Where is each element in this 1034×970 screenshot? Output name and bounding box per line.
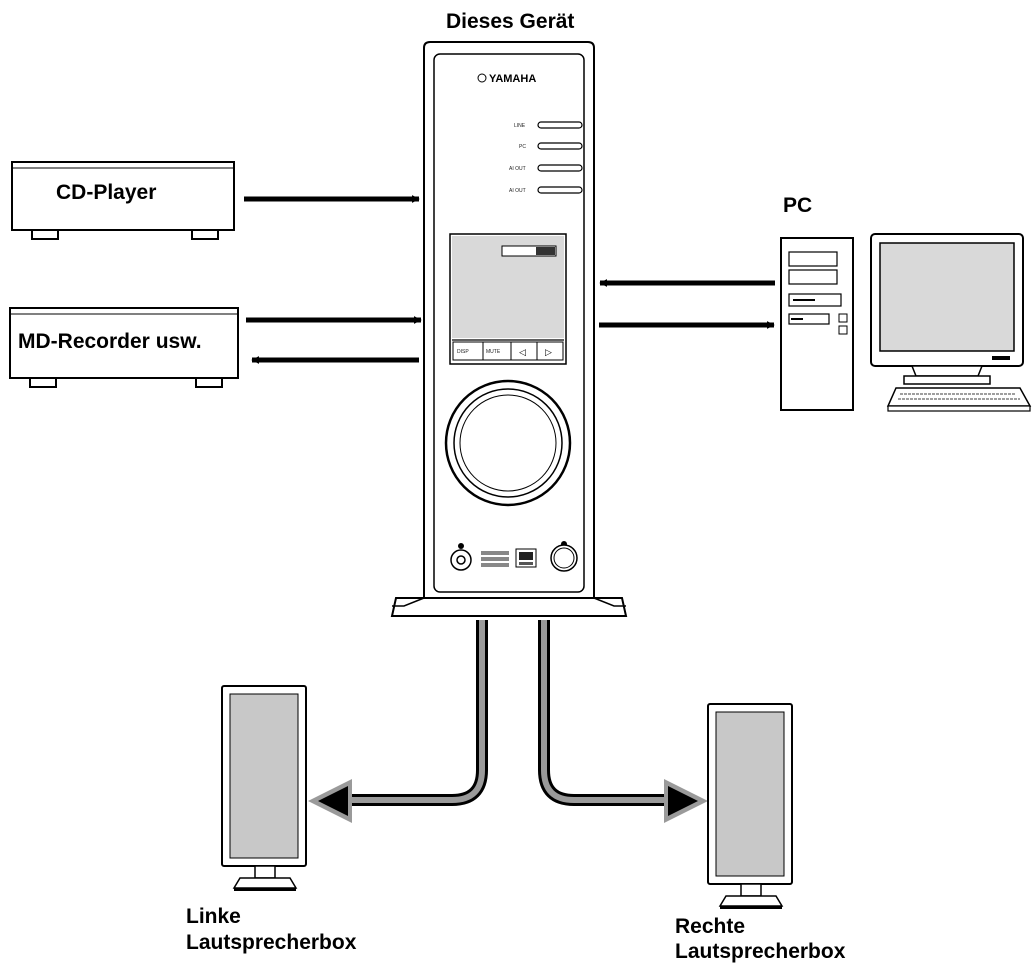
pc-keyboard — [886, 387, 1032, 412]
led-ai-out-2: AI OUT — [509, 186, 583, 194]
led-label: LINE — [514, 123, 526, 129]
button-label: ▷ — [545, 348, 552, 358]
cable-right — [538, 620, 668, 806]
led-label: PC — [519, 144, 526, 150]
led-pc: PC — [519, 142, 583, 150]
brand-text: YAMAHA — [489, 73, 536, 85]
headphone-jack — [450, 543, 472, 571]
left-speaker — [221, 685, 307, 891]
pc-monitor — [870, 233, 1024, 385]
signal-arrows — [244, 195, 775, 364]
pc-label: PC — [783, 194, 813, 217]
left-speaker-label-line2: Lautsprecherbox — [186, 931, 357, 954]
button-label: ◁ — [519, 348, 526, 358]
main-device: YAMAHA LINE PC AI OUT AI OUT — [390, 41, 628, 617]
md-recorder-device — [9, 307, 239, 388]
cable-left — [340, 620, 488, 806]
volume-knob — [444, 379, 572, 507]
next-button — [536, 341, 564, 361]
speaker-cables — [308, 620, 708, 823]
led-line: LINE — [514, 121, 583, 129]
md-recorder-label: MD-Recorder usw. — [18, 330, 202, 353]
device-stand — [390, 597, 628, 617]
power-button — [550, 541, 578, 572]
left-speaker-label-line1: Linke — [186, 905, 241, 928]
pc-tower — [780, 237, 854, 411]
button-label: MUTE — [486, 349, 501, 355]
led-label: AI OUT — [509, 188, 526, 194]
led-label: AI OUT — [509, 166, 526, 172]
right-speaker — [707, 703, 793, 909]
input-indicators: LINE PC AI OUT AI OUT — [509, 121, 583, 194]
cd-player-label: CD-Player — [56, 181, 157, 204]
right-speaker-label-line1: Rechte — [675, 915, 746, 938]
led-ai-out-1: AI OUT — [509, 164, 583, 172]
button-label: DISP — [457, 349, 469, 355]
device-label: Dieses Gerät — [446, 10, 575, 33]
right-speaker-label-line2: Lautsprecherbox — [675, 940, 846, 963]
sound-logo — [481, 551, 509, 567]
front-buttons: DISP MUTE ◁ ▷ — [452, 341, 564, 361]
dts-logo — [515, 548, 537, 568]
yamaha-logo: YAMAHA — [477, 73, 536, 85]
cd-player-device — [11, 161, 235, 240]
